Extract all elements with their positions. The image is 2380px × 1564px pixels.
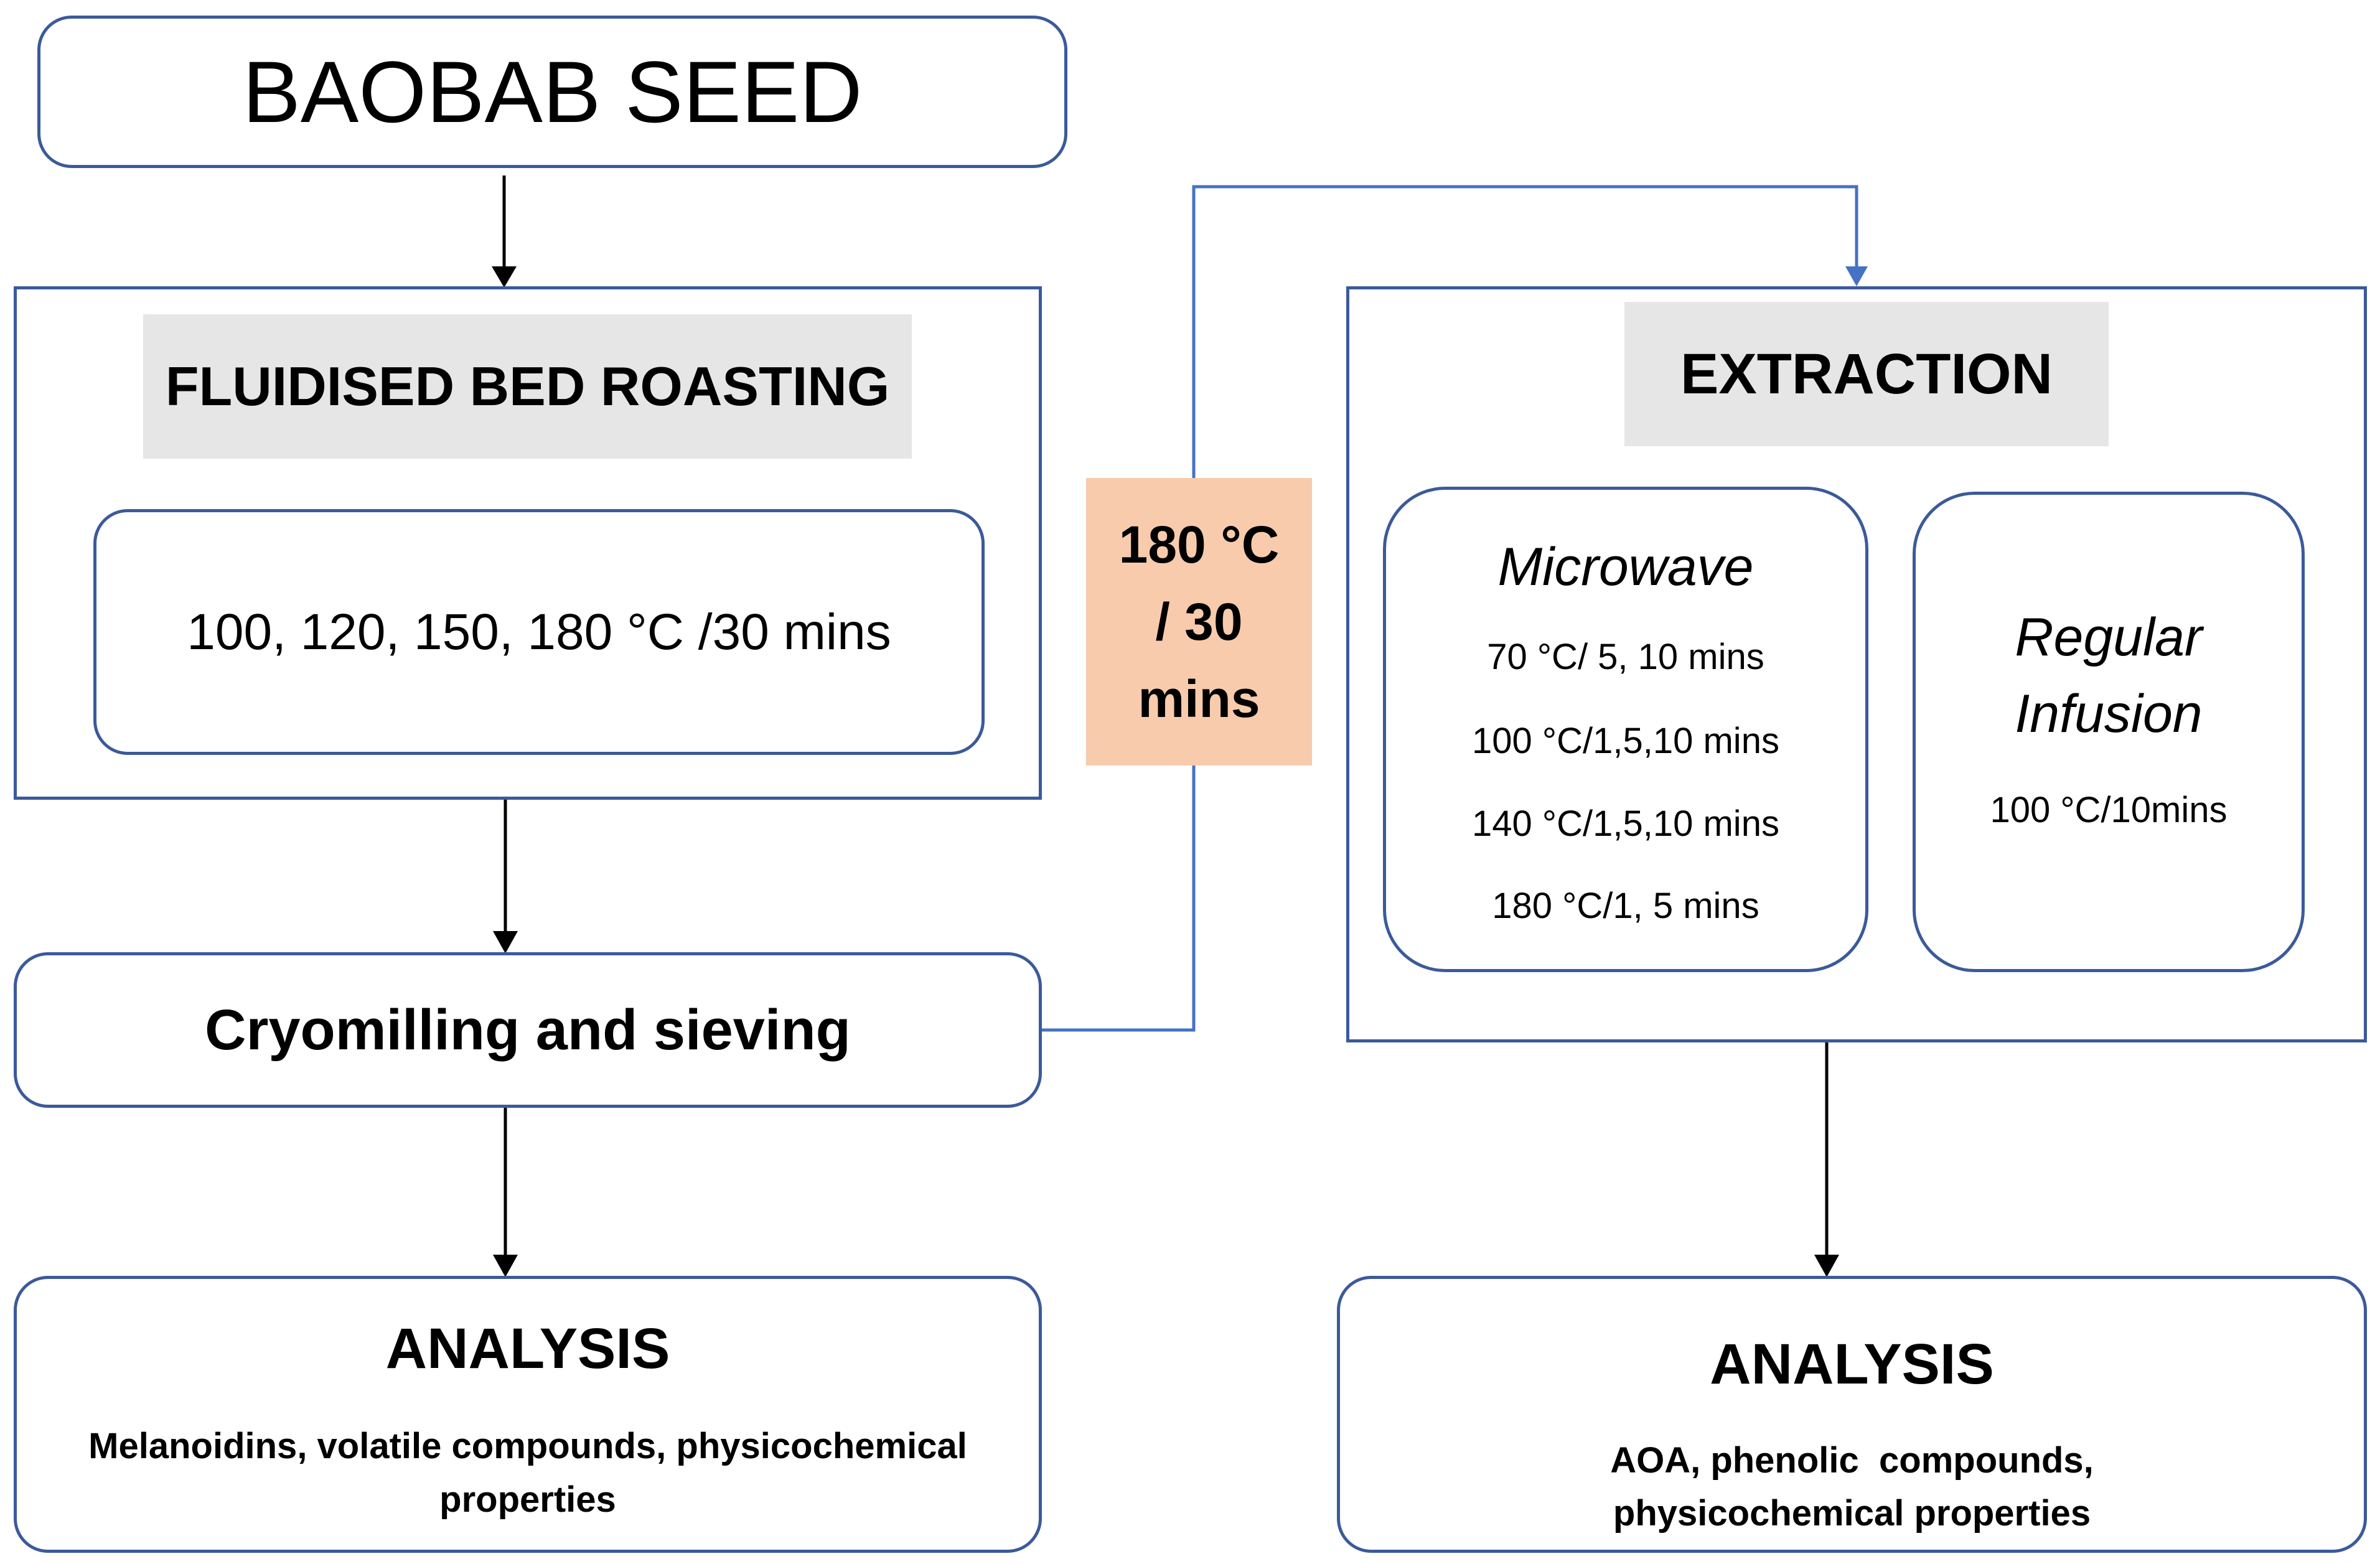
regular-infusion-box bbox=[1913, 492, 2305, 972]
analysis-roasted-details-line1: Melanoidins, volatile compounds, physico… bbox=[88, 1426, 967, 1466]
node-baobab-seed: BAOBAB SEED bbox=[37, 16, 1067, 168]
arrowhead-cryomilling-to-extraction bbox=[1845, 266, 1868, 286]
microwave-box bbox=[1383, 487, 1868, 972]
regular-infusion-condition: 100 °C/10mins bbox=[1990, 790, 2228, 830]
roasting-title-band: FLUIDISED BED ROASTING bbox=[143, 314, 912, 459]
microwave-content: Microwave 70 °C/ 5, 10 mins 100 °C/1,5,1… bbox=[1383, 487, 1868, 972]
arrowhead-seed-to-roasting bbox=[492, 266, 517, 288]
node-analysis-roasted bbox=[14, 1276, 1042, 1553]
condition-line-time: / 30 bbox=[1155, 592, 1243, 651]
microwave-condition-2: 100 °C/1,5,10 mins bbox=[1472, 721, 1779, 761]
arrow-cryomilling-to-extraction bbox=[1041, 185, 1858, 1032]
node-baobab-seed-label: BAOBAB SEED bbox=[242, 42, 863, 141]
extraction-title-band: EXTRACTION bbox=[1624, 302, 2109, 446]
condition-line-temp: 180 °C bbox=[1118, 515, 1280, 574]
cryomilling-label: Cryomilling and sieving bbox=[205, 998, 851, 1062]
arrowhead-extraction-to-analysis bbox=[1814, 1255, 1839, 1277]
analysis-roasted-details-line2: properties bbox=[439, 1479, 616, 1520]
analysis-roasted-content: ANALYSIS Melanoidins, volatile compounds… bbox=[14, 1276, 1042, 1553]
microwave-condition-3: 140 °C/1,5,10 mins bbox=[1472, 803, 1779, 844]
analysis-roasted-title: ANALYSIS bbox=[385, 1317, 670, 1380]
analysis-extracts-title: ANALYSIS bbox=[1710, 1332, 1994, 1396]
selected-roasting-condition: 180 °C / 30 mins bbox=[1086, 478, 1312, 766]
condition-line-unit: mins bbox=[1138, 670, 1260, 729]
analysis-extracts-details-line2: physicochemical properties bbox=[1613, 1493, 2091, 1534]
roasting-conditions-box: 100, 120, 150, 180 °C /30 mins bbox=[93, 509, 985, 755]
extraction-title: EXTRACTION bbox=[1680, 342, 2053, 406]
regular-infusion-title-line2: Infusion bbox=[2015, 684, 2203, 744]
microwave-condition-4: 180 °C/1, 5 mins bbox=[1492, 886, 1759, 926]
analysis-extracts-details-line1: AOA, phenolic compounds, bbox=[1610, 1440, 2094, 1481]
arrowhead-cryomilling-to-analysis bbox=[493, 1255, 518, 1277]
arrowhead-roasting-to-cryomilling bbox=[493, 931, 518, 953]
node-analysis-extracts bbox=[1337, 1276, 2367, 1553]
node-cryomilling-sieving: Cryomilling and sieving bbox=[14, 952, 1042, 1108]
roasting-title: FLUIDISED BED ROASTING bbox=[165, 355, 890, 417]
microwave-title: Microwave bbox=[1497, 537, 1754, 597]
microwave-condition-1: 70 °C/ 5, 10 mins bbox=[1487, 637, 1764, 677]
regular-infusion-content: Regular Infusion 100 °C/10mins bbox=[1913, 492, 2305, 972]
roasting-conditions: 100, 120, 150, 180 °C /30 mins bbox=[187, 603, 891, 660]
analysis-extracts-content: ANALYSIS AOA, phenolic compounds, physic… bbox=[1337, 1276, 2367, 1553]
regular-infusion-title-line1: Regular bbox=[2015, 607, 2203, 667]
